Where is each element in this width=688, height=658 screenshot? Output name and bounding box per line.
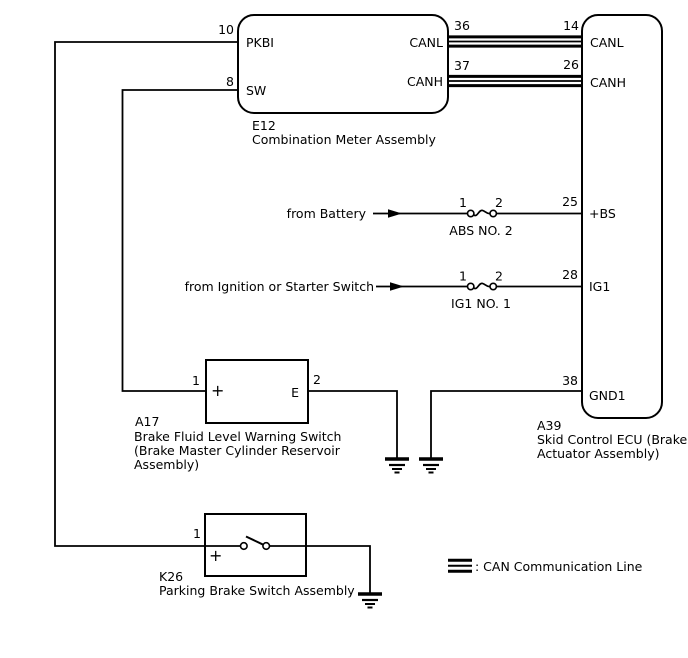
a17-name-line1: Brake Fluid Level Warning Switch: [134, 429, 341, 444]
ground-symbol-a17: [385, 457, 409, 474]
a39-code: A39: [537, 418, 562, 433]
k26-box: [204, 513, 307, 577]
fuse-abs-symbol: [466, 209, 498, 218]
fuse-ig1-pin-2-label: 2: [495, 269, 503, 284]
a17-ground-wire: [308, 390, 398, 459]
e12-pin-36-label: 36: [454, 18, 470, 33]
a39-pin-38-label: 38: [562, 373, 578, 388]
e12-canh-label: CANH: [407, 74, 443, 89]
e12-name: Combination Meter Assembly: [252, 132, 436, 147]
a17-e-label: E: [291, 385, 299, 400]
sw-wire: [121, 89, 238, 392]
fuse-ig1-pin-1-label: 1: [459, 269, 467, 284]
fuse-ig1-name: IG1 NO. 1: [451, 296, 511, 311]
k26-name: Parking Brake Switch Assembly: [159, 583, 355, 598]
e12-pin-37-label: 37: [454, 58, 470, 73]
fuse-ig1-symbol: [466, 282, 498, 291]
e12-box: [237, 14, 449, 114]
a39-pin-26-label: 26: [563, 57, 579, 72]
e12-pin-10-label: 10: [218, 22, 234, 37]
a39-gnd1-label: GND1: [589, 388, 626, 403]
a17-box: [205, 359, 309, 424]
k26-plus-label: +: [209, 546, 222, 565]
canl-bus-line: [448, 35, 582, 48]
e12-code: E12: [252, 118, 276, 133]
fuse-abs-pin-1-label: 1: [459, 195, 467, 210]
gnd1-wire: [430, 390, 582, 459]
ground-symbol-k26: [358, 592, 382, 609]
a39-name-line2: Actuator Assembly): [537, 446, 659, 461]
a39-pin-14-label: 14: [563, 18, 579, 33]
ignition-arrow-icon: [390, 282, 404, 291]
k26-code: K26: [159, 569, 183, 584]
e12-pin-8-label: 8: [226, 74, 234, 89]
a39-pin-28-label: 28: [562, 267, 578, 282]
a39-ig1-label: IG1: [589, 279, 610, 294]
a17-pin-1-label: 1: [192, 373, 200, 388]
from-battery-label: from Battery: [287, 206, 367, 221]
a39-name-line1: Skid Control ECU (Brake: [537, 432, 688, 447]
a39-canh-label: CANH: [590, 75, 626, 90]
a39-pin-25-label: 25: [562, 194, 578, 209]
a17-name-line3: Assembly): [134, 457, 199, 472]
k26-pin-1-label: 1: [193, 526, 201, 541]
pkbi-wire: [54, 41, 241, 547]
a17-pin-2-label: 2: [313, 372, 321, 387]
k26-ground-wire: [269, 545, 371, 594]
parking-brake-switch-symbol: [239, 535, 271, 551]
a39-box: [581, 14, 663, 419]
canh-bus-line: [448, 74, 582, 88]
a17-name-line2: (Brake Master Cylinder Reservoir: [134, 443, 341, 458]
a17-code: A17: [135, 414, 159, 429]
battery-arrow-icon: [388, 209, 402, 218]
ground-symbol-gnd1: [419, 457, 443, 474]
e12-pkbi-label: PKBI: [246, 35, 274, 50]
a39-bs-label: +BS: [589, 206, 616, 221]
can-legend-symbol: [448, 558, 472, 573]
e12-sw-label: SW: [246, 83, 266, 98]
from-ignition-label: from Ignition or Starter Switch: [185, 279, 374, 294]
e12-canl-label: CANL: [409, 35, 443, 50]
fuse-abs-name: ABS NO. 2: [449, 223, 512, 238]
fuse-abs-pin-2-label: 2: [495, 195, 503, 210]
can-legend-label: : CAN Communication Line: [475, 559, 643, 574]
a17-plus-label: +: [211, 381, 224, 400]
a39-canl-label: CANL: [590, 35, 624, 50]
